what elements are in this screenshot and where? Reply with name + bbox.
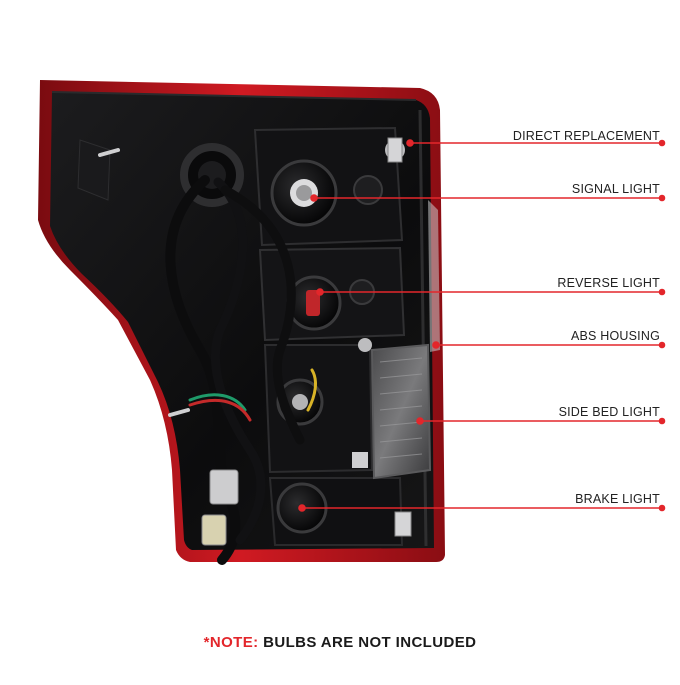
callout-label-reverse-light: REVERSE LIGHT bbox=[557, 276, 660, 290]
callout-dot-icon bbox=[658, 139, 666, 147]
callout-dot-icon bbox=[316, 288, 324, 296]
callout-lines bbox=[298, 139, 666, 512]
callout-label-brake-light: BRAKE LIGHT bbox=[575, 492, 660, 506]
callout-dot-icon bbox=[416, 417, 424, 425]
callout-label-abs-housing: ABS HOUSING bbox=[570, 329, 660, 343]
note-text: BULBS ARE NOT INCLUDED bbox=[263, 634, 477, 651]
callout-dot-icon bbox=[658, 504, 666, 512]
callout-label-side-bed-light: SIDE BED LIGHT bbox=[558, 405, 660, 419]
callout-dot-icon bbox=[658, 288, 666, 296]
callout-dot-icon bbox=[298, 504, 306, 512]
callout-dot-icon bbox=[658, 341, 666, 349]
bulbs-note: *NOTE: BULBS ARE NOT INCLUDED bbox=[0, 634, 680, 651]
side-bed-light-housing bbox=[352, 343, 432, 480]
callout-dot-icon bbox=[310, 194, 318, 202]
callout-dot-icon bbox=[658, 194, 666, 202]
callout-dot-icon bbox=[432, 341, 440, 349]
callout-label-direct-replacement: DIRECT REPLACEMENT bbox=[512, 129, 660, 143]
callout-label-signal-light: SIGNAL LIGHT bbox=[571, 182, 660, 196]
callout-dot-icon bbox=[658, 417, 666, 425]
callout-dot-icon bbox=[406, 139, 414, 147]
note-prefix: *NOTE: bbox=[203, 634, 259, 651]
wiring-harness bbox=[98, 143, 317, 565]
